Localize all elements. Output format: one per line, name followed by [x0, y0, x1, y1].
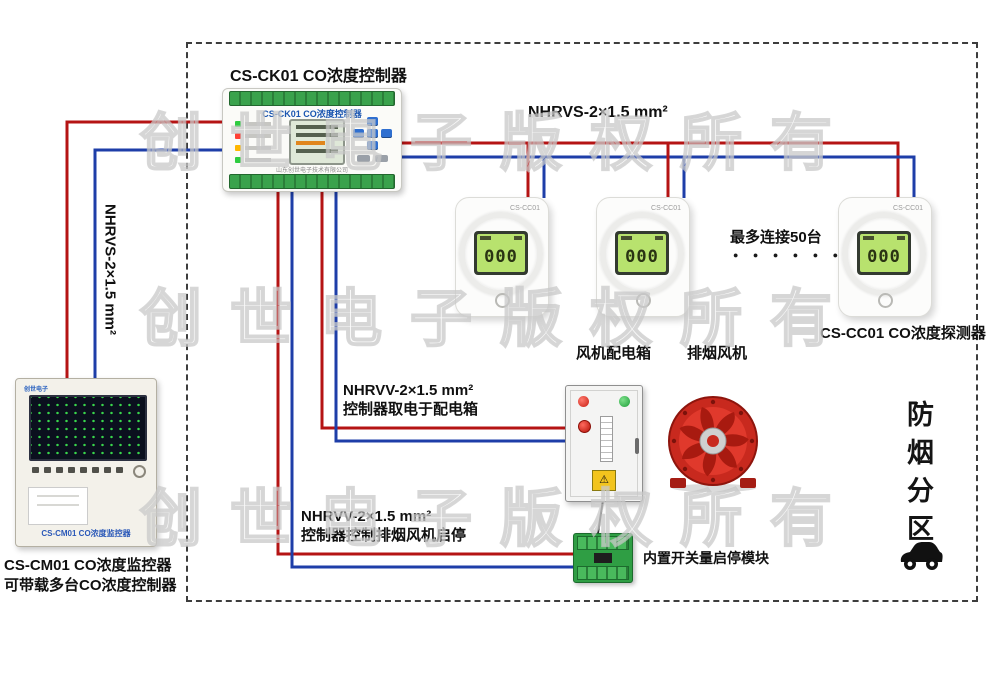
detector-lcd: 000	[477, 234, 525, 272]
wire-monitor-blue	[93, 148, 222, 378]
terminal-strip-top	[229, 91, 395, 106]
module-terminal-bottom	[577, 566, 629, 580]
red-indicator-light	[578, 396, 589, 407]
run-led	[235, 157, 241, 163]
up-button	[367, 117, 378, 126]
wire-bus-red	[400, 141, 900, 198]
detector-lcd: 000	[618, 234, 666, 272]
fault-led	[235, 145, 241, 151]
brand-logo-icon	[495, 293, 510, 308]
module-terminal-top	[577, 536, 629, 550]
controller-company-text: 山东创世电子技术有限公司	[275, 168, 348, 174]
controller-led-column	[235, 121, 271, 163]
monitor-panel-label: CS-CM01 CO浓度监控器	[41, 529, 131, 538]
wire-monitor-red	[65, 120, 222, 378]
meter-slot	[600, 416, 613, 462]
lock-icon	[133, 465, 146, 478]
controller-lcd	[289, 119, 345, 165]
wire-control-red	[276, 190, 575, 556]
detector-model-text: CS-CC01	[893, 205, 923, 212]
fan-box-caption: 风机配电箱	[576, 345, 652, 362]
wire-control-blue	[290, 190, 575, 569]
detector-reading: 000	[625, 247, 659, 267]
down-button	[367, 141, 378, 150]
co-detector-2: CS-CC01 000	[596, 197, 690, 317]
wire-power-blue	[334, 190, 565, 443]
controller-panel-title: CS-CK01 CO浓度控制器	[262, 109, 362, 119]
controller-nav-buttons	[353, 117, 393, 167]
left-wire-label: NHRVS-2×1.5 mm²	[101, 203, 119, 336]
detector-model-text: CS-CC01	[510, 205, 540, 212]
wire-bus-blue	[400, 155, 916, 198]
co-monitor-device: 创世电子 CS-CM01 CO浓度监控器	[15, 378, 157, 547]
ok-button	[367, 129, 378, 138]
detector-reading: 000	[867, 247, 901, 267]
power-wire-label: NHRVV-2×1.5 mm² 控制器取电于配电箱	[343, 382, 479, 418]
esc-button	[375, 155, 388, 162]
co-controller-device: CS-CK01 CO浓度控制器 山东创世电子技术有限公司	[222, 88, 402, 192]
warning-icon: ⚠	[592, 470, 616, 491]
fan-power-box: ⚠	[565, 385, 643, 502]
exhaust-fan	[668, 396, 758, 492]
door-handle	[635, 438, 639, 454]
power-led	[235, 121, 241, 127]
green-indicator-light	[619, 396, 630, 407]
monitor-keypad	[32, 467, 123, 473]
brand-logo-icon	[878, 293, 893, 308]
control-wire-label: NHRVV-2×1.5 mm² 控制器控制排烟风机启停	[301, 508, 467, 544]
boundary-frame	[186, 42, 978, 602]
detector-reading: 000	[484, 247, 518, 267]
co-detector-1: CS-CC01 000	[455, 197, 549, 317]
detector-ring: 000	[842, 212, 926, 296]
switch-module	[573, 533, 633, 583]
co-detector-3: CS-CC01 000	[838, 197, 932, 317]
car-icon	[900, 542, 943, 570]
left-button	[353, 129, 364, 138]
module-chip	[594, 553, 612, 563]
detector-model-text: CS-CC01	[651, 205, 681, 212]
detector-caption: CS-CC01 CO浓度探测器	[820, 325, 986, 342]
wire-power-red	[320, 190, 565, 430]
brand-logo-icon	[636, 293, 651, 308]
bus-wire-label: NHRVS-2×1.5 mm²	[528, 104, 668, 121]
module-caption: 内置开关量启停模块	[643, 550, 769, 566]
alarm-led	[235, 133, 241, 139]
monitor-screen	[29, 395, 147, 461]
ellipsis-dots: ● ● ● ● ● ●	[733, 250, 845, 260]
smoke-zone-label: 防烟分区	[903, 400, 933, 552]
detector-lcd: 000	[860, 234, 908, 272]
brand-logo-text: 创世电子	[24, 387, 49, 393]
stop-button	[578, 420, 591, 433]
detector-ring: 000	[600, 212, 684, 296]
set-button	[357, 155, 370, 162]
fan-caption: 排烟风机	[687, 345, 748, 362]
monitor-caption: CS-CM01 CO浓度监控器 可带载多台CO浓度控制器	[4, 557, 177, 594]
monitor-label-card	[28, 487, 88, 525]
right-button	[381, 129, 392, 138]
max-connect-label: 最多连接50台	[730, 229, 822, 246]
leader-box-to-module	[597, 499, 604, 534]
detector-ring: 000	[459, 212, 543, 296]
controller-title: CS-CK01 CO浓度控制器	[230, 68, 407, 85]
terminal-strip-bottom	[229, 174, 395, 189]
